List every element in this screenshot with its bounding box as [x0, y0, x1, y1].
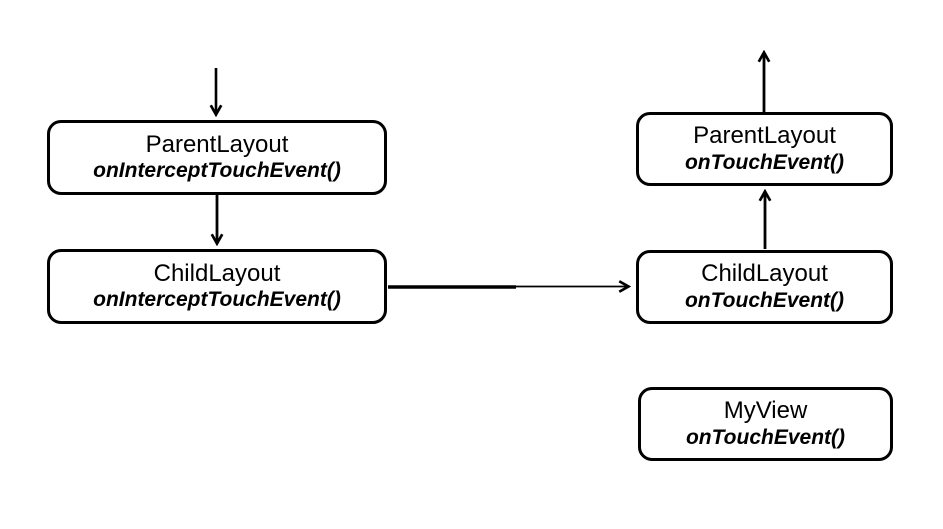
node-title: ChildLayout: [153, 259, 281, 287]
node-left-parentlayout: ParentLayout onInterceptTouchEvent(): [47, 120, 387, 195]
node-title: ChildLayout: [701, 260, 828, 288]
node-title: ParentLayout: [145, 130, 289, 158]
node-title: ParentLayout: [693, 122, 836, 150]
node-title: MyView: [723, 397, 808, 425]
node-right-childlayout: ChildLayout onTouchEvent(): [636, 250, 893, 324]
node-method: onTouchEvent(): [684, 288, 845, 312]
node-right-parentlayout: ParentLayout onTouchEvent(): [636, 112, 893, 186]
node-method: onInterceptTouchEvent(): [93, 159, 341, 183]
node-right-myview: MyView onTouchEvent(): [638, 387, 893, 461]
node-method: onTouchEvent(): [685, 425, 846, 449]
node-left-childlayout: ChildLayout onInterceptTouchEvent(): [47, 249, 387, 324]
node-method: onInterceptTouchEvent(): [93, 288, 341, 312]
node-method: onTouchEvent(): [684, 150, 845, 174]
arrow-childlayout-to-childlayout: [388, 287, 628, 288]
